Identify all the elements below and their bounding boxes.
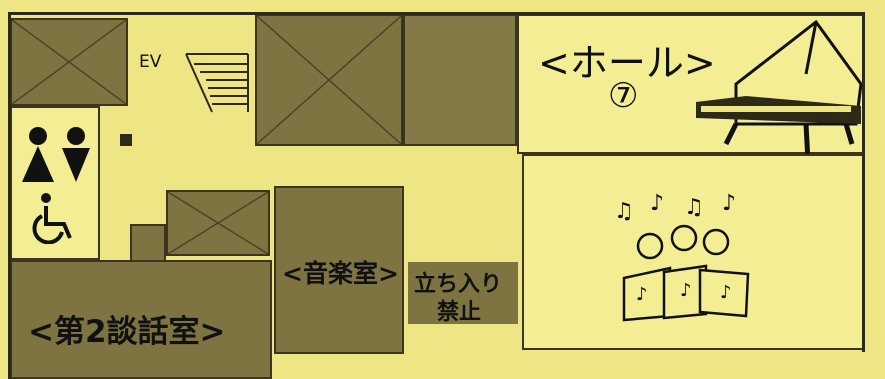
meeting-room-2-label: <第2談話室> — [28, 314, 226, 350]
svg-text:♪: ♪ — [650, 191, 664, 216]
choir-room[interactable] — [522, 154, 864, 350]
grand-piano-icon — [696, 19, 863, 163]
column-mark — [120, 134, 132, 146]
wheelchair-icon — [32, 193, 72, 244]
void-top-left — [10, 18, 128, 106]
hall-label: <ホール> — [538, 41, 716, 85]
no-entry-room — [408, 262, 518, 324]
elevator-label: EV — [139, 52, 162, 72]
wall-right — [862, 12, 865, 352]
wall-top — [10, 12, 865, 15]
svg-text:♪: ♪ — [680, 280, 692, 301]
svg-text:♪: ♪ — [720, 282, 732, 303]
meeting-room-2[interactable] — [10, 260, 272, 379]
no-entry-line1: 立ち入り — [414, 272, 503, 297]
restroom-area[interactable] — [10, 106, 100, 260]
svg-text:♫: ♫ — [684, 195, 704, 220]
storage-room — [403, 14, 517, 146]
svg-text:♪: ♪ — [636, 284, 648, 305]
void-middle-left — [166, 190, 270, 256]
stairs — [185, 53, 249, 113]
wall-left — [8, 12, 11, 379]
choir-singers-icon: ♫ ♪ ♫ ♪ ♪ ♪ ♪ — [614, 191, 750, 322]
svg-text:♫: ♫ — [614, 199, 634, 224]
svg-text:♪: ♪ — [722, 191, 736, 216]
restroom-icon — [22, 127, 90, 182]
music-room-label: <音楽室> — [282, 259, 399, 288]
void-top-center — [255, 14, 403, 146]
hall-number: ⑦ — [608, 76, 639, 116]
no-entry-line2: 禁止 — [437, 300, 482, 325]
music-room[interactable] — [274, 186, 404, 354]
